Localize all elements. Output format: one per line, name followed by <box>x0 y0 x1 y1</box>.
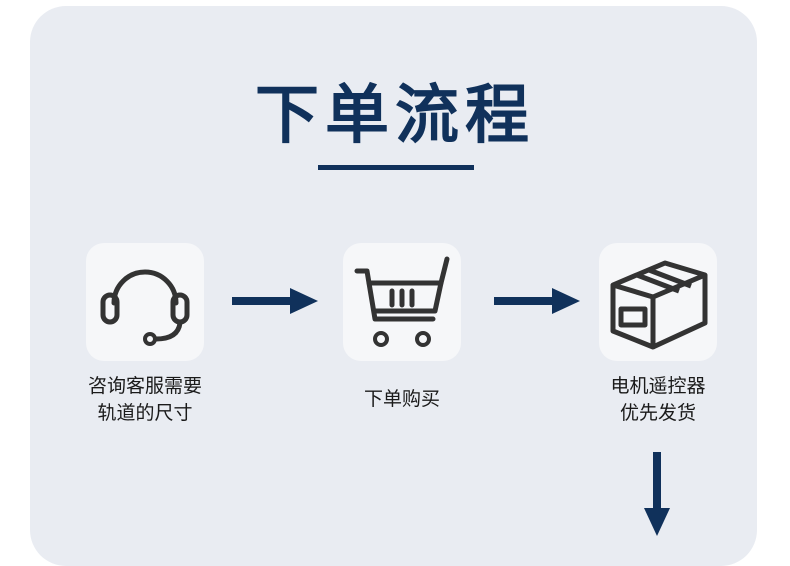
step-1-label: 咨询客服需要 轨道的尺寸 <box>65 373 225 427</box>
shopping-cart-icon <box>354 256 450 347</box>
step-1-label-line2: 轨道的尺寸 <box>97 402 193 424</box>
headset-icon <box>100 269 190 346</box>
step-2-label: 下单购买 <box>322 386 482 413</box>
package-box-icon <box>610 260 708 350</box>
step-1-tile <box>86 243 204 361</box>
step-3-label-line1: 电机遥控器 <box>610 375 706 397</box>
arrow-right-icon <box>232 288 318 314</box>
arrow-down-icon <box>644 452 670 536</box>
step-3-label: 电机遥控器 优先发货 <box>578 373 738 427</box>
step-3-tile <box>599 243 717 361</box>
title-underline <box>318 165 474 170</box>
step-2-label-line1: 下单购买 <box>363 388 440 410</box>
step-1-label-line1: 咨询客服需要 <box>87 375 202 397</box>
step-3-label-line2: 优先发货 <box>619 402 696 424</box>
page-title: 下单流程 <box>255 79 535 153</box>
arrow-right-icon <box>494 288 580 314</box>
step-2-tile <box>343 243 461 361</box>
